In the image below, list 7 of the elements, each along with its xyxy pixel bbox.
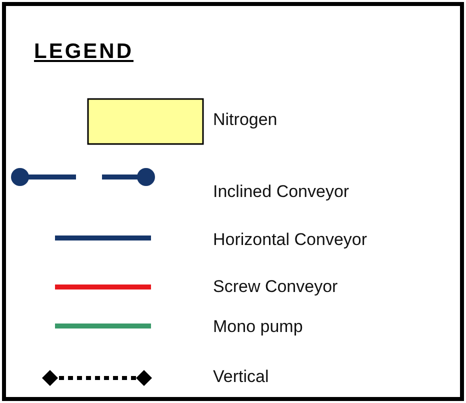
legend-label: Inclined Conveyor bbox=[213, 182, 350, 202]
legend-label: Mono pump bbox=[213, 317, 303, 337]
legend-label: Screw Conveyor bbox=[213, 277, 338, 297]
legend-heading: LEGEND bbox=[34, 40, 134, 64]
legend-label: Nitrogen bbox=[213, 110, 278, 130]
legend-label: Horizontal Conveyor bbox=[213, 230, 368, 250]
legend-label: Vertical bbox=[213, 367, 269, 387]
